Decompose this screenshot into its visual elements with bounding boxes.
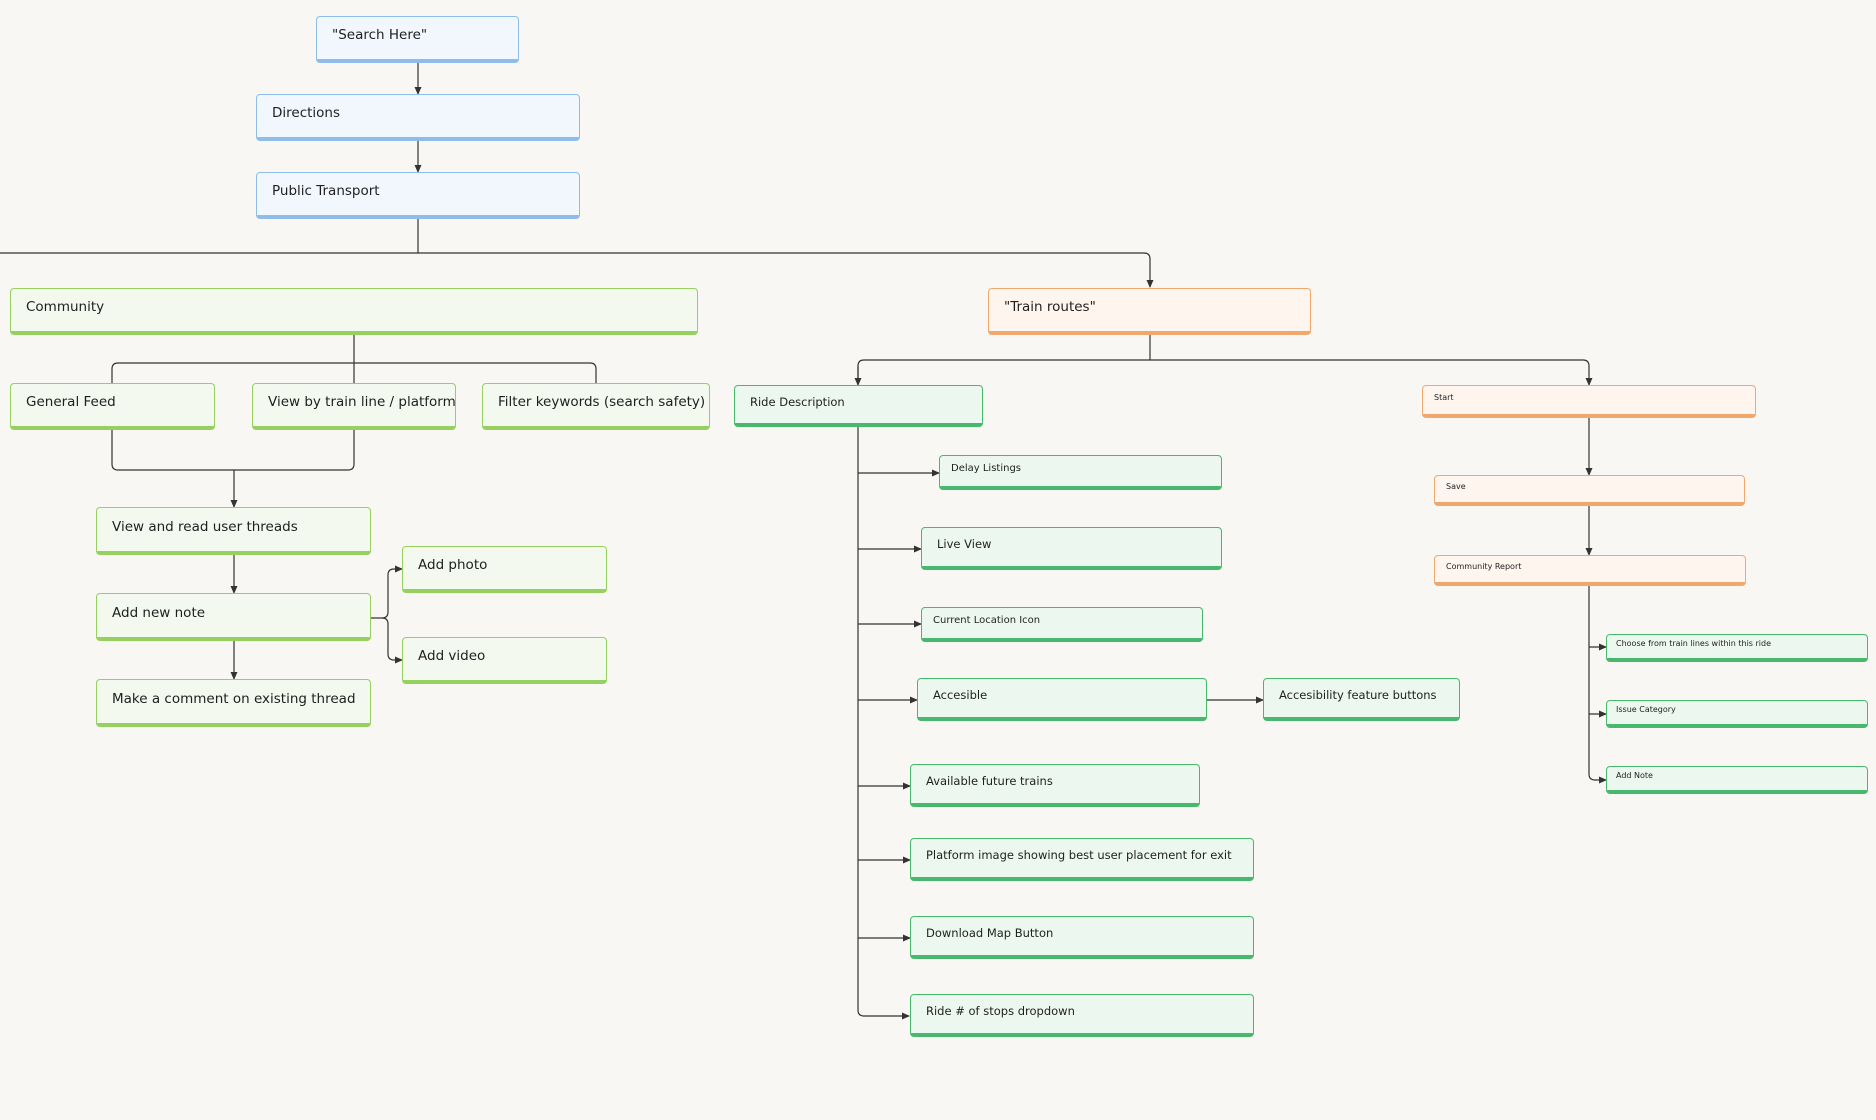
public-transport-node[interactable]: Public Transport [256,172,580,219]
accesible-node[interactable]: Accesible [917,678,1207,721]
train-routes-node[interactable]: "Train routes" [988,288,1311,335]
accesibility-feature-buttons-label: Accesibility feature buttons [1279,688,1437,702]
view-by-train-line-label: View by train line / platform [268,394,456,410]
start-label: Start [1434,392,1454,402]
community-label: Community [26,299,105,315]
save-label: Save [1446,481,1466,491]
edge-report-spine [1588,586,1607,784]
choose-train-lines-node[interactable]: Choose from train lines within this ride [1606,634,1868,662]
edge-train-branches [857,359,1593,386]
view-read-threads-label: View and read user threads [112,518,298,535]
make-comment-node[interactable]: Make a comment on existing thread [96,679,371,727]
edge-generalfeed-merge [111,430,355,471]
view-read-threads-node[interactable]: View and read user threads [96,507,371,555]
current-location-icon-label: Current Location Icon [933,614,1041,626]
directions-node[interactable]: Directions [256,94,580,141]
accesible-label: Accesible [933,688,988,702]
delay-listings-label: Delay Listings [951,462,1022,474]
live-view-label: Live View [937,537,992,551]
save-node[interactable]: Save [1434,475,1745,506]
available-future-trains-node[interactable]: Available future trains [910,764,1200,807]
community-report-node[interactable]: Community Report [1434,555,1746,586]
edge-public-train [418,252,1154,288]
platform-image-label: Platform image showing best user placeme… [926,848,1232,862]
community-report-label: Community Report [1446,561,1522,571]
add-video-node[interactable]: Add video [402,637,607,684]
add-video-label: Add video [418,648,486,664]
filter-keywords-node[interactable]: Filter keywords (search safety) [482,383,710,430]
available-future-trains-label: Available future trains [926,774,1053,788]
directions-label: Directions [272,105,341,121]
edge-note-photo [371,565,403,619]
add-photo-node[interactable]: Add photo [402,546,607,593]
edge-ride-spine [857,427,910,1020]
current-location-icon-node[interactable]: Current Location Icon [921,607,1203,642]
ride-stops-dropdown-label: Ride # of stops dropdown [926,1004,1075,1018]
ride-stops-dropdown-node[interactable]: Ride # of stops dropdown [910,994,1254,1037]
general-feed-label: General Feed [26,394,116,410]
platform-image-node[interactable]: Platform image showing best user placeme… [910,838,1254,881]
issue-category-label: Issue Category [1616,705,1676,714]
community-node[interactable]: Community [10,288,698,335]
filter-keywords-label: Filter keywords (search safety) [498,394,706,410]
accesibility-feature-buttons-node[interactable]: Accesibility feature buttons [1263,678,1460,721]
ride-description-label: Ride Description [750,394,845,409]
issue-category-node[interactable]: Issue Category [1606,700,1868,728]
add-new-note-label: Add new note [112,604,206,621]
live-view-node[interactable]: Live View [921,527,1222,570]
edge-community-branches [111,362,597,383]
download-map-button-label: Download Map Button [926,926,1054,940]
view-by-train-line-node[interactable]: View by train line / platform [252,383,456,430]
download-map-button-node[interactable]: Download Map Button [910,916,1254,959]
add-note-node[interactable]: Add Note [1606,766,1868,794]
edge-note-video [381,617,403,664]
general-feed-node[interactable]: General Feed [10,383,215,430]
ride-description-node[interactable]: Ride Description [734,385,983,427]
add-photo-label: Add photo [418,557,488,573]
search-here-node[interactable]: "Search Here" [316,16,519,63]
add-new-note-node[interactable]: Add new note [96,593,371,641]
add-note-label: Add Note [1616,771,1653,780]
public-transport-label: Public Transport [272,183,380,199]
start-node[interactable]: Start [1422,385,1756,418]
train-routes-label: "Train routes" [1004,299,1096,315]
delay-listings-node[interactable]: Delay Listings [939,455,1222,490]
make-comment-label: Make a comment on existing thread [112,690,356,707]
search-here-label: "Search Here" [332,27,428,43]
choose-train-lines-label: Choose from train lines within this ride [1616,639,1772,648]
